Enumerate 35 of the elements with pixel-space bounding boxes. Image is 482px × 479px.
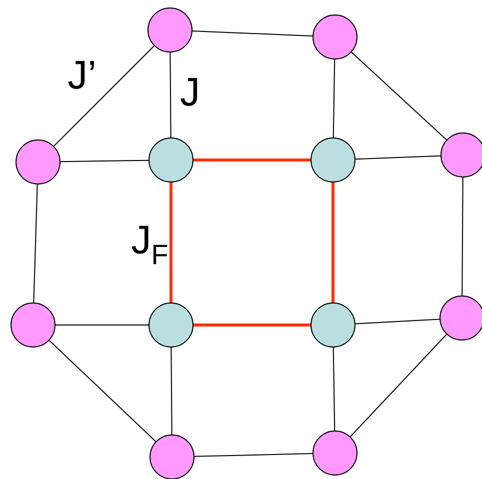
graph-vertex: [310, 302, 356, 348]
graph-edge: [332, 59, 336, 138]
graph-edge: [170, 52, 172, 138]
graph-vertex: [312, 430, 358, 476]
coupling-label: J$_{F}$: [132, 226, 168, 264]
graph-vertex: [310, 138, 356, 182]
graph-edge: [53, 45, 155, 147]
graph-vertex: [148, 302, 194, 348]
graph-vertex: [10, 302, 56, 348]
graph-edge: [33, 184, 38, 303]
graph-vertex: [440, 295, 482, 340]
graph-edge: [192, 30, 314, 37]
graph-edge: [332, 182, 334, 302]
graph-edge: [60, 160, 149, 162]
graph-edge: [351, 52, 447, 140]
graph-edge: [55, 324, 149, 326]
graph-edge: [462, 177, 464, 296]
coupling-label: J: [180, 78, 198, 106]
graph-edge: [354, 155, 442, 160]
graph-vertex: [440, 132, 482, 178]
graph-edge: [194, 453, 313, 457]
graph-edge: [194, 324, 310, 326]
graph-edge: [48, 340, 156, 442]
graph-vertex: [150, 434, 194, 479]
graph-edge: [170, 346, 172, 435]
graph-edge: [350, 334, 448, 438]
graph-vertex: [148, 8, 192, 52]
graph-edge: [332, 346, 336, 431]
graph-vertex: [16, 140, 60, 184]
graph-edge: [170, 182, 172, 302]
graph-edge: [194, 158, 310, 162]
graph-vertex: [148, 138, 194, 182]
graph-vertex: [312, 14, 358, 60]
coupling-label: J’: [68, 61, 94, 89]
graph-edge: [354, 318, 440, 324]
